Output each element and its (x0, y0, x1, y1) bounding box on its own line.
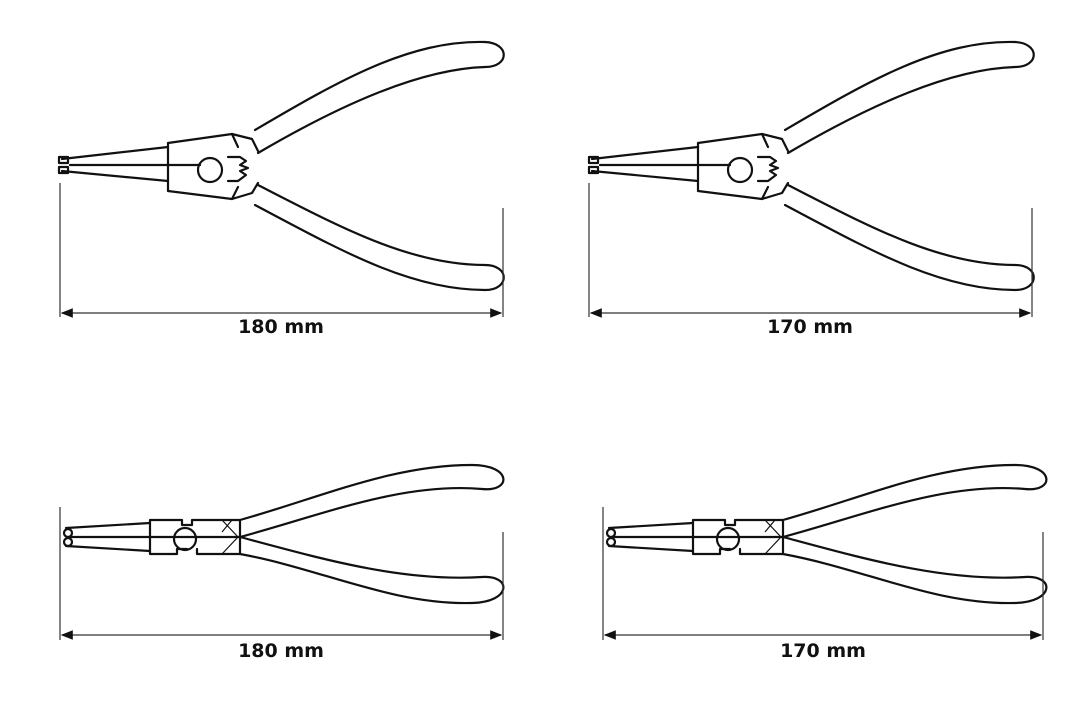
internal-pliers-drawing (62, 463, 505, 605)
external-pliers-drawing (587, 40, 1035, 292)
pliers-figure-2 (587, 40, 1035, 318)
pliers-figure-4 (602, 463, 1048, 640)
pliers-figure-1 (57, 40, 505, 318)
dimension-label: 180 mm (238, 316, 324, 338)
internal-pliers-drawing (605, 463, 1048, 605)
dimension-label: 170 mm (780, 640, 866, 662)
dimension-line (588, 183, 1033, 318)
dimension-label: 180 mm (238, 640, 324, 662)
pliers-figure-3 (59, 463, 505, 640)
external-pliers-drawing (57, 40, 505, 292)
dimension-line (59, 183, 504, 318)
dimension-label: 170 mm (767, 316, 853, 338)
dimension-line (602, 507, 1044, 640)
dimension-line (59, 507, 504, 640)
